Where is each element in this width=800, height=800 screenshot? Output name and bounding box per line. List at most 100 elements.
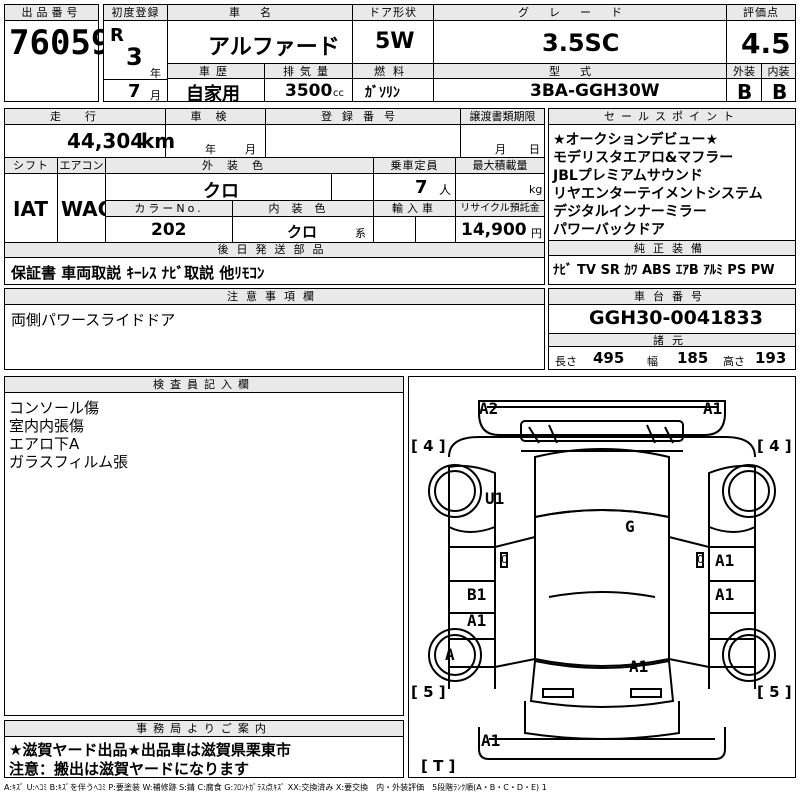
legend: A:ｷｽﾞ U:ﾍｺﾐ B:ｷｽﾞを伴うﾍｺﾐ P:要塗装 W:補修跡 S:錆 …	[4, 783, 547, 792]
fuel-box: 燃料 ｶﾞｿﾘﾝ	[352, 63, 434, 102]
equipment-label: 純正装備	[549, 241, 795, 256]
notes-label: 注意事項欄	[5, 289, 544, 305]
office-line-1: ★滋賀ヤード出品★出品車は滋賀県栗東市	[9, 741, 291, 759]
color-value: クロ	[203, 181, 239, 202]
interior-value: B	[772, 80, 788, 104]
tire-rl-value: 5	[423, 683, 434, 701]
chassis-value: GGH30-0041833	[589, 307, 763, 329]
transfer-label: 譲渡書類期限	[460, 109, 544, 125]
door-box: ドア形状 5W	[352, 4, 434, 64]
damage-diagram: A2 A1 [ 4 ] [ 4 ] U1 G 0 0 A1 B1 A1 A1 A…	[408, 376, 796, 778]
mileage-unit: km	[141, 129, 176, 153]
fuel-label: 燃料	[353, 64, 433, 79]
equip-item: ﾅﾋﾞ	[553, 263, 573, 278]
inspector-item-2: 室内内張傷	[9, 417, 85, 435]
model-box: 型式 3BA-GGH30W	[433, 63, 727, 102]
history-value: 自家用	[186, 84, 240, 105]
selling-item-2: モデリスタエアロ&マフラー	[553, 150, 734, 166]
spec-label: 諸元	[549, 333, 795, 347]
month: 7	[128, 81, 141, 102]
mark-rear-a1: A1	[629, 657, 649, 676]
parts-value: 保証書 車両取説 ｷｰﾚｽ ﾅﾋﾞ取説 他ﾘﾓｺﾝ	[11, 264, 265, 282]
lot-box: 出品番号 76059	[4, 4, 111, 102]
era: R	[110, 25, 124, 46]
grade-value: 3.5SC	[542, 29, 620, 57]
width-label: 幅	[647, 355, 658, 368]
mileage-value: 44,304	[67, 129, 145, 153]
capacity-unit: 人	[439, 183, 452, 197]
equipment-box: 純正装備 ﾅﾋﾞ TV SR ｶﾜ ABS ｴｱB ｱﾙﾐ PS PW	[548, 240, 796, 285]
recycle-label: リサイクル預託金	[455, 201, 544, 217]
fuel-value: ｶﾞｿﾘﾝ	[365, 85, 400, 101]
equip-item: TV	[577, 263, 596, 278]
tire-rear-left: [ 5 ]	[411, 683, 446, 701]
intcolor-label: 内装色	[232, 201, 373, 217]
selling-item-4: リヤエンターテイメントシステム	[553, 186, 763, 202]
lot-number: 76059	[9, 23, 112, 63]
grade-box: グレード 3.5SC	[433, 4, 727, 64]
intcolor-unit: 系	[355, 227, 366, 240]
inspection-year: 年	[205, 143, 216, 156]
mark-b1: B1	[467, 585, 487, 604]
mark-front-left: A2	[479, 399, 499, 418]
capacity-value: 7	[415, 177, 428, 198]
tire-front-left: [ 4 ]	[411, 437, 446, 455]
transfer-day: 日	[529, 143, 540, 156]
mark-g: G	[625, 517, 635, 536]
intcolor-value: クロ	[287, 223, 318, 241]
equip-item: ｶﾜ	[624, 263, 638, 278]
color-label: 外装色	[105, 158, 373, 174]
inspector-box: 検査員記入欄 コンソール傷 室内内張傷 エアロ下A ガラスフィルム張	[4, 376, 404, 716]
inspection-label: 車検	[165, 109, 265, 125]
name-box: 車名 アルファード	[167, 4, 353, 64]
load-label: 最大積載量	[455, 158, 544, 174]
door-label: ドア形状	[353, 5, 433, 21]
lot-label: 出品番号	[5, 5, 98, 21]
spare-value: T	[433, 757, 444, 775]
spare-tire: [ T ]	[421, 757, 456, 775]
interior-box: 内装 B	[761, 63, 796, 104]
parts-box: 保証書 車両取説 ｷｰﾚｽ ﾅﾋﾞ取説 他ﾘﾓｺﾝ	[4, 257, 545, 285]
colorno-value: 202	[151, 220, 187, 240]
first-reg-label: 初度登録	[104, 5, 167, 21]
width-value: 185	[677, 349, 709, 367]
length-value: 495	[593, 349, 625, 367]
tire-fr-value: 4	[769, 437, 780, 455]
inspector-item-1: コンソール傷	[9, 399, 100, 417]
mark-right-zero: 0	[697, 553, 704, 566]
load-unit: kg	[529, 183, 543, 196]
interior-label: 内装	[762, 64, 795, 79]
selling-label: セールスポイント	[549, 109, 795, 125]
door-value: 5W	[375, 29, 415, 54]
model-label: 型式	[434, 64, 726, 79]
mark-wheel-a: A	[445, 645, 455, 664]
selling-item-3: JBLプレミアムサウンド	[553, 168, 703, 184]
height-value: 193	[755, 349, 787, 367]
mark-right-a1-lower: A1	[715, 585, 735, 604]
selling-item-6: パワーバックドア	[553, 222, 665, 238]
displacement-label: 排気量	[265, 64, 352, 79]
vehicle-details: 走行 車検 登録番号 譲渡書類期限 44,304 km 年 月 月 日 シフト …	[4, 108, 545, 258]
notes-box: 注意事項欄 両側パワースライドドア	[4, 288, 545, 370]
inspection-month: 月	[245, 143, 256, 156]
selling-item-5: デジタルインナーミラー	[553, 204, 707, 220]
parts-label: 後日発送部品	[5, 243, 544, 257]
car-name: アルファード	[208, 35, 340, 60]
equip-item: PW	[750, 263, 775, 278]
mark-left-zero: 0	[501, 553, 508, 566]
tire-front-right: [ 4 ]	[757, 437, 792, 455]
mark-front-right: A1	[703, 399, 723, 418]
shift-value: IAT	[13, 197, 49, 221]
inspector-item-3: エアロ下A	[9, 435, 80, 453]
selling-item-1: ★オークションデビュー★	[553, 132, 719, 148]
transfer-month: 月	[495, 143, 506, 156]
height-label: 高さ	[723, 355, 745, 368]
car-outline	[428, 400, 776, 760]
first-reg-box: 初度登録 R 3 年 7 月	[103, 4, 168, 102]
regno-label: 登録番号	[265, 109, 460, 125]
ac-label: エアコン	[57, 158, 105, 174]
office-line-2: 注意：搬出は滋賀ヤードになります	[9, 760, 250, 778]
shift-label: シフト	[5, 158, 57, 174]
month-unit: 月	[150, 89, 161, 102]
chassis-label: 車台番号	[549, 289, 795, 305]
